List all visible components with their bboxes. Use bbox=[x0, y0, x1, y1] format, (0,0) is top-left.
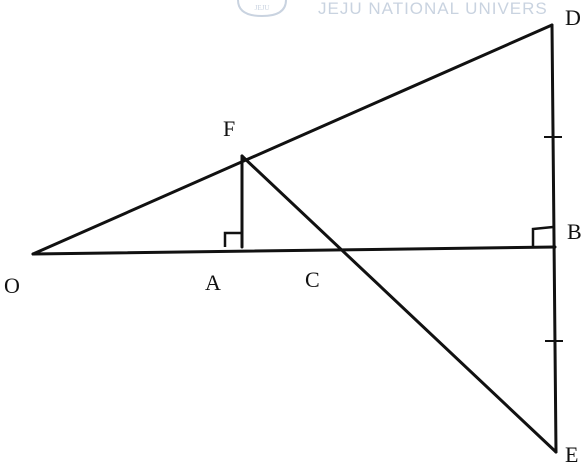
segment-FE bbox=[240, 154, 558, 454]
label-D: D bbox=[565, 5, 581, 30]
label-E: E bbox=[565, 442, 578, 467]
segment-OD bbox=[31, 23, 554, 256]
watermark-text: JEJU NATIONAL UNIVERS bbox=[318, 0, 548, 18]
watermark: JEJU JEJU NATIONAL UNIVERS bbox=[237, 0, 548, 18]
right-angle-mark-B bbox=[531, 225, 554, 246]
university-seal-icon: JEJU bbox=[237, 0, 287, 18]
label-O: O bbox=[4, 273, 20, 298]
segment-OB bbox=[31, 245, 557, 256]
segment-DE bbox=[550, 23, 558, 454]
label-A: A bbox=[205, 270, 221, 295]
label-B: B bbox=[567, 219, 582, 244]
svg-text:JEJU: JEJU bbox=[255, 4, 270, 12]
label-F: F bbox=[223, 116, 235, 141]
right-angle-mark-A bbox=[223, 231, 242, 247]
label-C: C bbox=[305, 267, 320, 292]
